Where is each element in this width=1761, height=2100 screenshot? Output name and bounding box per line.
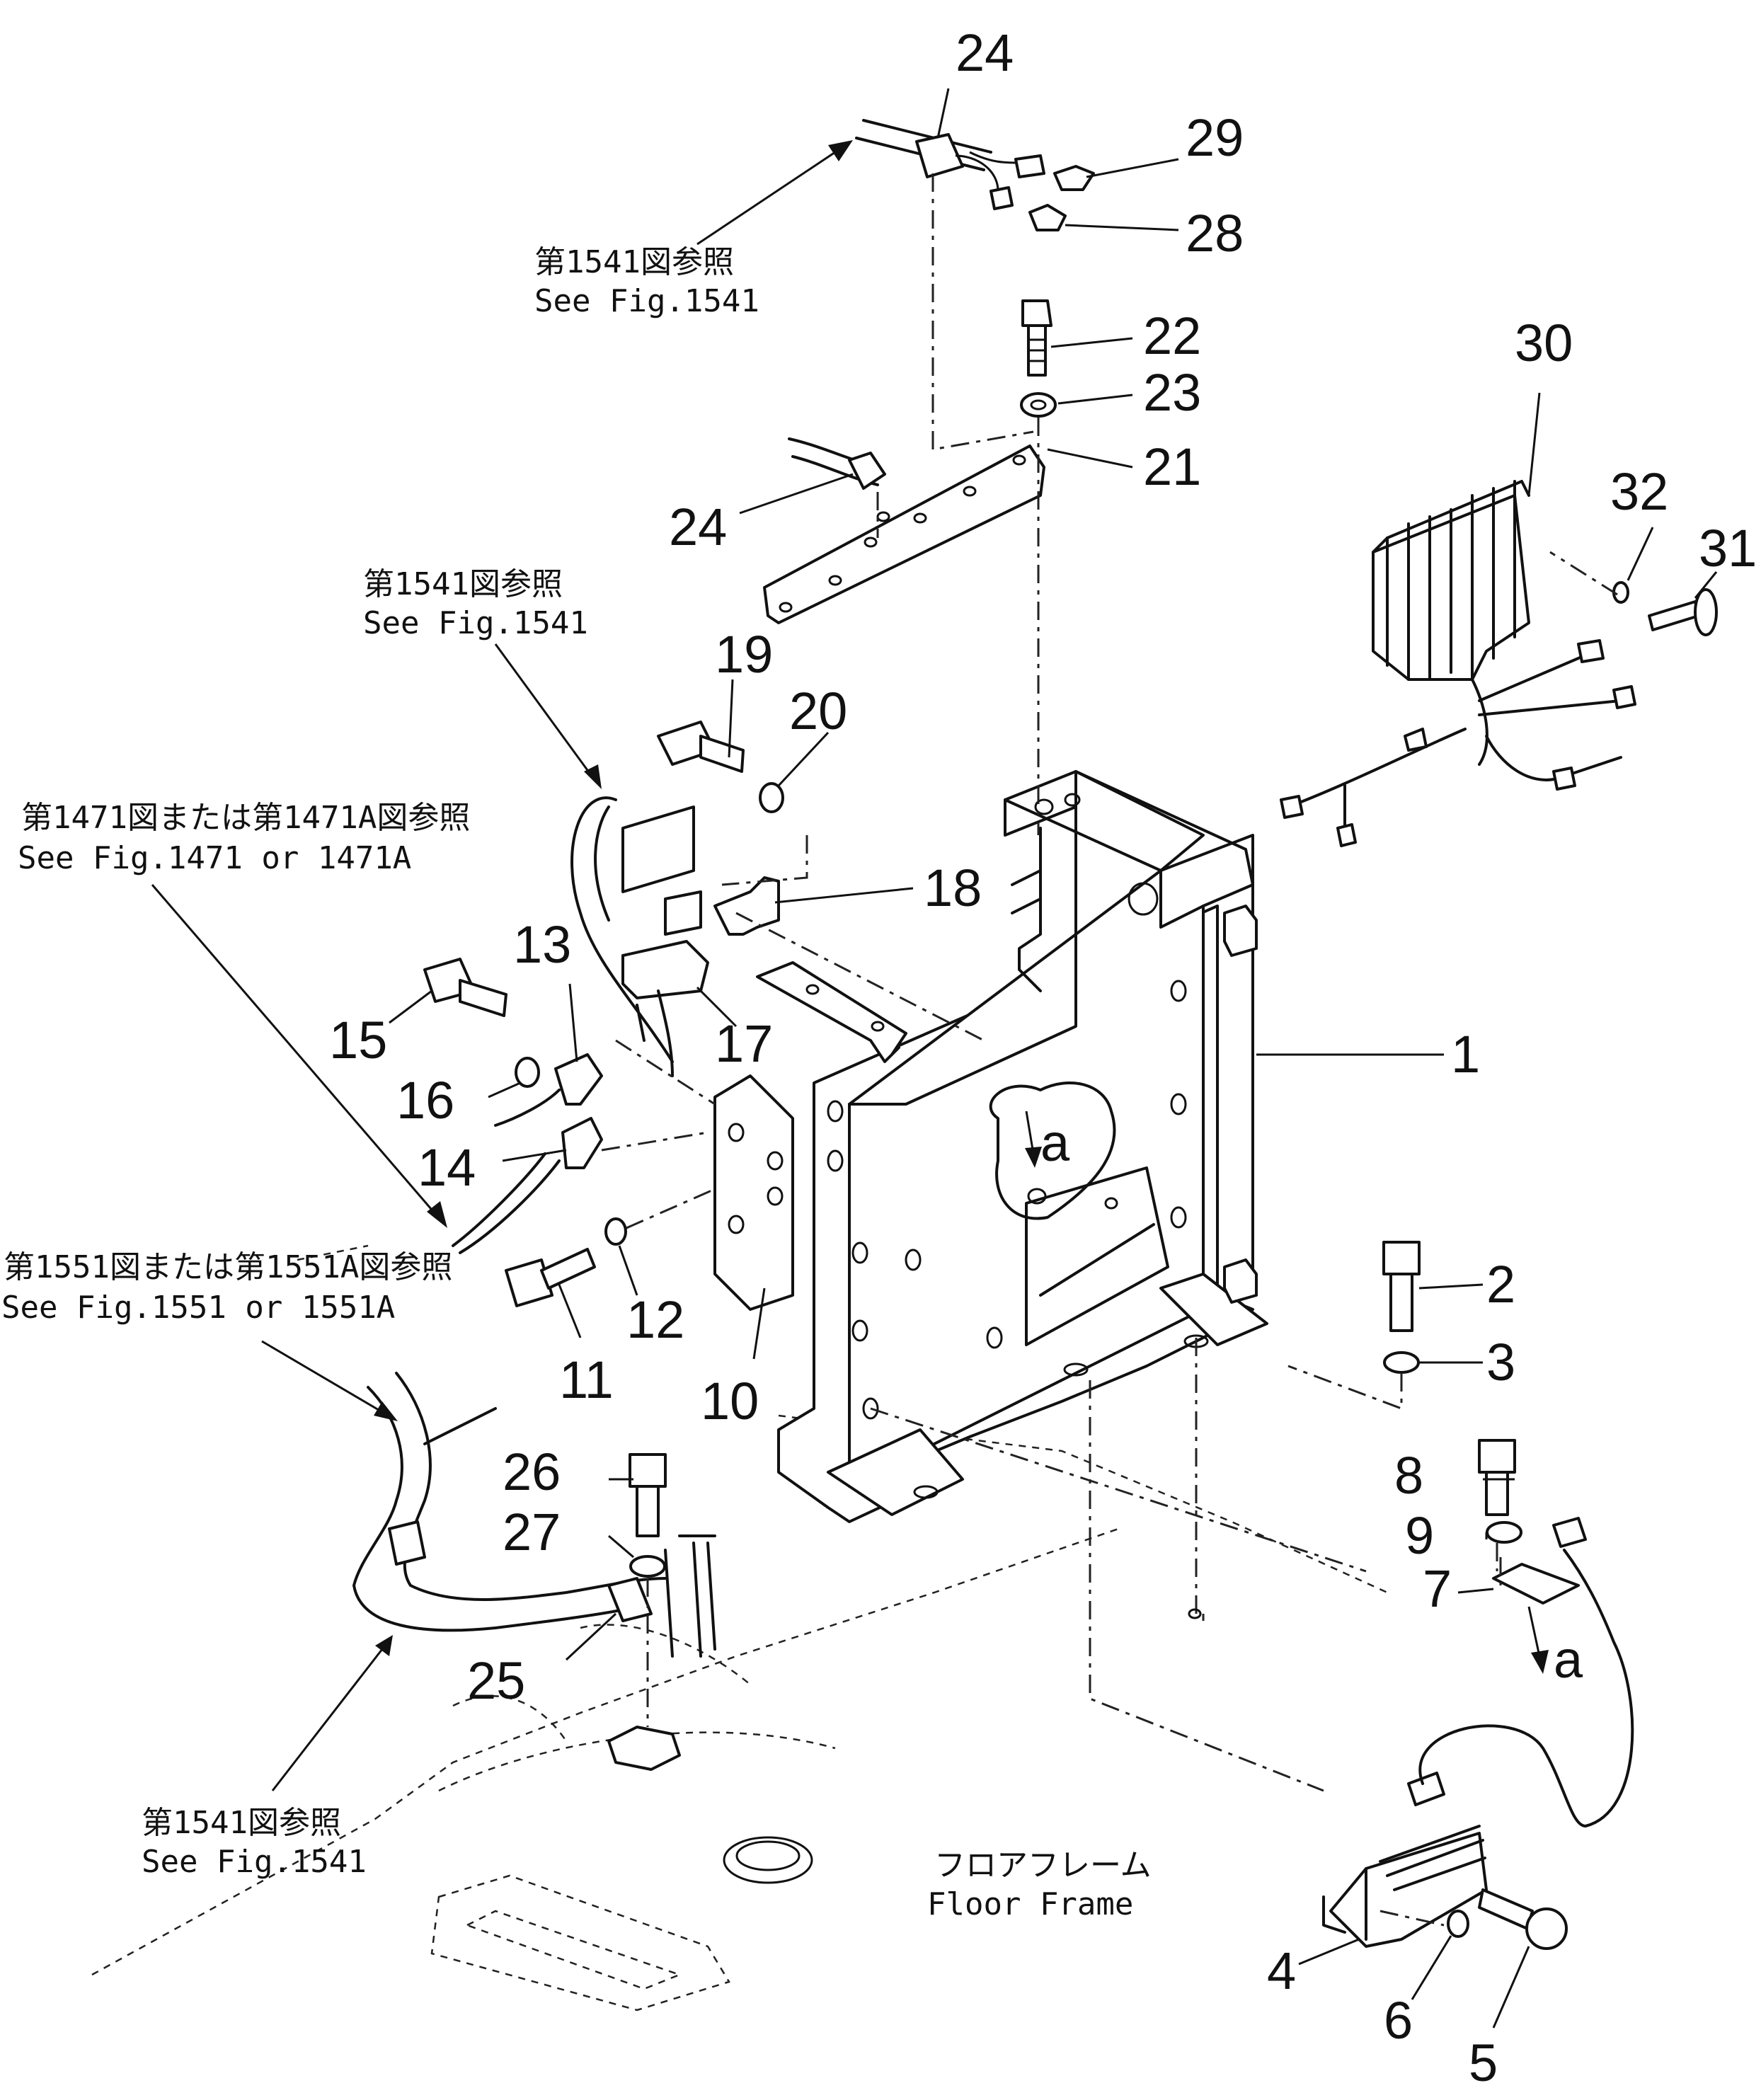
- label-26: 26: [503, 1442, 561, 1501]
- terminal-14: [452, 1117, 603, 1254]
- label-1: 1: [1451, 1025, 1480, 1084]
- ref-top-en: See Fig.1541: [534, 283, 759, 319]
- label-27: 27: [503, 1503, 561, 1561]
- label-4: 4: [1267, 1941, 1296, 2000]
- label-29: 29: [1186, 108, 1244, 167]
- label-20: 20: [789, 682, 847, 740]
- ref-1471-en: See Fig.1471 or 1471A: [18, 840, 411, 876]
- bolt-5: [1478, 1888, 1568, 1950]
- part-labels: 1 2 3 4 5 6 7 8 9 10 11 12 13 14 15 16 1…: [329, 23, 1757, 2092]
- bolt-26: [629, 1453, 667, 1537]
- washer-9: [1486, 1521, 1522, 1544]
- cap-29: [1053, 165, 1095, 191]
- leader-lines: [389, 88, 1718, 2029]
- harness-connector: [570, 796, 702, 1077]
- bolt-2: [1382, 1241, 1421, 1332]
- label-14: 14: [418, 1138, 476, 1197]
- ref-top-jp: 第1541図参照: [534, 244, 734, 280]
- washer-16: [515, 1057, 540, 1088]
- washer-23: [1020, 392, 1057, 418]
- label-32: 32: [1610, 462, 1668, 521]
- washer-12: [604, 1217, 627, 1246]
- label-22: 22: [1143, 306, 1201, 365]
- bolt-22: [1021, 299, 1052, 377]
- ref-middle-jp: 第1541図参照: [363, 566, 563, 602]
- reference-notes: 第1541図参照 See Fig.1541 第1541図参照 See Fig.1…: [1, 244, 1152, 1922]
- harness-25: [352, 1372, 716, 1771]
- bolt-15: [423, 958, 507, 1017]
- ref-1551-jp: 第1551図または第1551A図参照: [4, 1249, 452, 1285]
- ref-1551-en: See Fig.1551 or 1551A: [1, 1290, 395, 1326]
- bolt-8: [1478, 1439, 1516, 1516]
- plate-10: [713, 1074, 794, 1311]
- floor-frame-outline: [91, 1244, 1388, 2012]
- main-bracket: [756, 770, 1268, 1523]
- view-a-window: [989, 1081, 1116, 1220]
- label-19: 19: [715, 625, 773, 684]
- label-30: 30: [1515, 314, 1573, 372]
- label-10: 10: [701, 1372, 759, 1430]
- label-9: 9: [1405, 1506, 1434, 1565]
- label-18: 18: [924, 859, 982, 917]
- washer-6: [1447, 1910, 1469, 1938]
- ref-middle-en: See Fig.1541: [363, 605, 588, 641]
- ref-1471-jp: 第1471図または第1471A図参照: [21, 800, 470, 836]
- terminal-13: [494, 1053, 603, 1127]
- label-15: 15: [329, 1011, 387, 1069]
- washer-20: [759, 782, 784, 813]
- washer-3: [1383, 1351, 1420, 1374]
- label-24-lower: 24: [669, 498, 727, 556]
- label-31: 31: [1699, 519, 1757, 578]
- view-mark-a-1: a: [1040, 1113, 1070, 1172]
- label-7: 7: [1423, 1559, 1452, 1618]
- clamp-17: [621, 940, 709, 999]
- reference-arrows: [151, 140, 1549, 1791]
- label-6: 6: [1384, 1991, 1413, 2050]
- ref-bottom-en: See Fig.1541: [142, 1844, 367, 1880]
- clip-24-upper: [855, 119, 1045, 210]
- label-17: 17: [715, 1014, 773, 1073]
- floor-frame-en: Floor Frame: [927, 1886, 1133, 1922]
- label-28: 28: [1186, 204, 1244, 263]
- stay-21: [763, 444, 1045, 624]
- label-16: 16: [396, 1071, 454, 1130]
- label-25: 25: [467, 1651, 525, 1710]
- view-marks: a a: [1040, 1113, 1583, 1689]
- label-12: 12: [626, 1290, 684, 1349]
- bolt-11: [505, 1248, 596, 1307]
- label-13: 13: [513, 915, 571, 974]
- view-mark-a-2: a: [1554, 1630, 1583, 1689]
- plug-28: [1028, 204, 1067, 231]
- relay-4: [1322, 1517, 1634, 1948]
- label-11: 11: [559, 1350, 614, 1409]
- bolt-31: [1648, 588, 1718, 636]
- floor-frame-jp: フロアフレーム: [934, 1847, 1152, 1883]
- clip-24-lower: [788, 437, 886, 490]
- label-21: 21: [1143, 437, 1201, 496]
- label-23: 23: [1143, 363, 1201, 422]
- label-5: 5: [1469, 2033, 1498, 2092]
- label-24-upper: 24: [956, 23, 1014, 82]
- label-2: 2: [1486, 1255, 1515, 1314]
- label-3: 3: [1486, 1333, 1515, 1392]
- terminal-7: [1492, 1563, 1580, 1605]
- washer-27: [629, 1555, 666, 1578]
- guide-lines: [601, 173, 1618, 1927]
- controller-30: [1280, 480, 1636, 847]
- label-8: 8: [1394, 1446, 1423, 1505]
- ref-bottom-jp: 第1541図参照: [142, 1805, 341, 1841]
- bracket-18: [713, 876, 780, 936]
